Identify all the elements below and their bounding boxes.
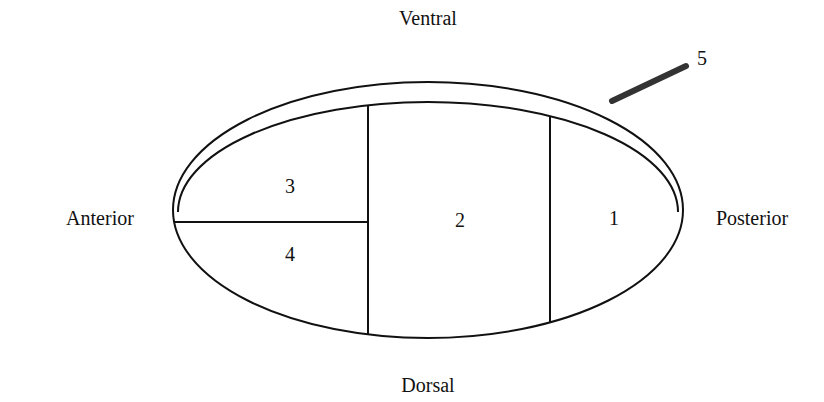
region-boundary [175, 221, 368, 223]
embryo-outline [173, 82, 683, 338]
axis-label: Anterior [66, 208, 134, 228]
axis-label: Posterior [716, 208, 788, 228]
callout-number: 2 [455, 210, 465, 230]
callout-number: 4 [285, 244, 295, 264]
region-boundary [367, 105, 369, 334]
ventral-mark-bar [612, 66, 686, 101]
callout-number: 5 [697, 48, 707, 68]
ventral-layer-line [178, 102, 678, 212]
region-boundary [549, 116, 551, 322]
axis-label: Ventral [399, 8, 457, 28]
callout-number: 3 [285, 176, 295, 196]
callout-number: 1 [609, 208, 619, 228]
axis-label: Dorsal [401, 375, 454, 395]
